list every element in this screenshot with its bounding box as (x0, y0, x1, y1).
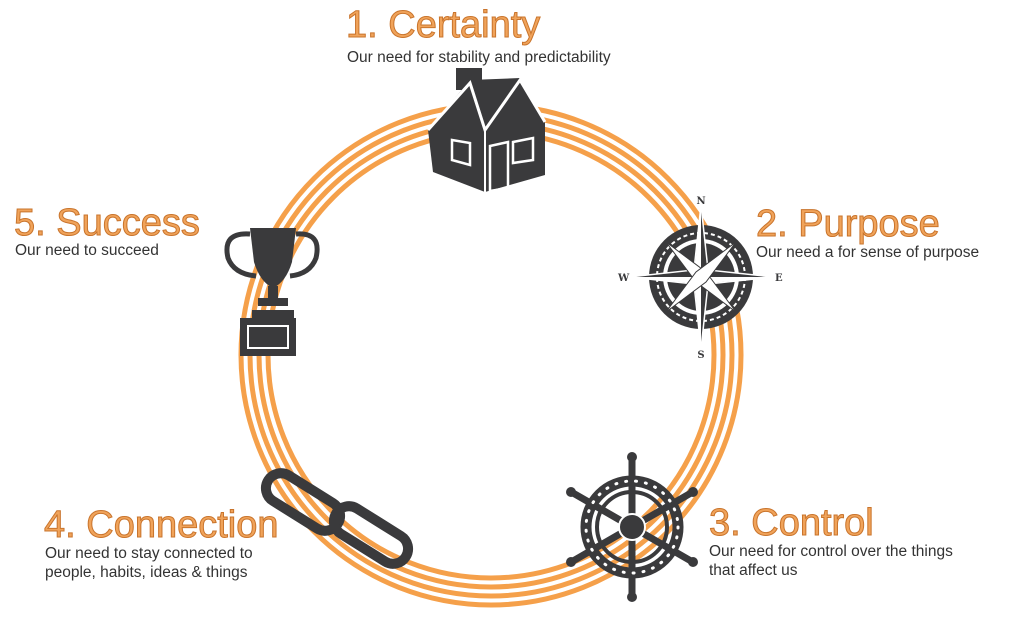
house-icon (426, 68, 547, 193)
item-3-title: 3. Control (709, 502, 875, 544)
compass-label-s: S (697, 350, 704, 361)
item-5-desc: Our need to succeed (15, 242, 159, 259)
compass-label-n: N (696, 196, 705, 207)
trophy-icon (224, 228, 320, 356)
item-2-desc: Our need a for sense of purpose (756, 244, 980, 261)
item-4-title: 4. Connection (44, 504, 279, 546)
item-4-desc-line1: Our need to stay connected to (45, 545, 253, 562)
item-3-desc-line2: that affect us (709, 562, 798, 579)
item-3-desc-line1: Our need for control over the things (709, 543, 953, 560)
item-1-desc: Our need for stability and predictabilit… (347, 49, 611, 66)
ship-wheel-icon (566, 452, 698, 602)
item-1-title: 1. Certainty (345, 4, 541, 46)
item-4-desc-line2: people, habits, ideas & things (45, 564, 248, 581)
chain-link-icon (260, 468, 414, 569)
compass-icon: N E S W (617, 196, 783, 361)
compass-label-w: W (617, 273, 630, 284)
item-5-title: 5. Success (14, 202, 201, 244)
compass-label-e: E (775, 273, 783, 284)
item-2-title: 2. Purpose (756, 203, 941, 245)
